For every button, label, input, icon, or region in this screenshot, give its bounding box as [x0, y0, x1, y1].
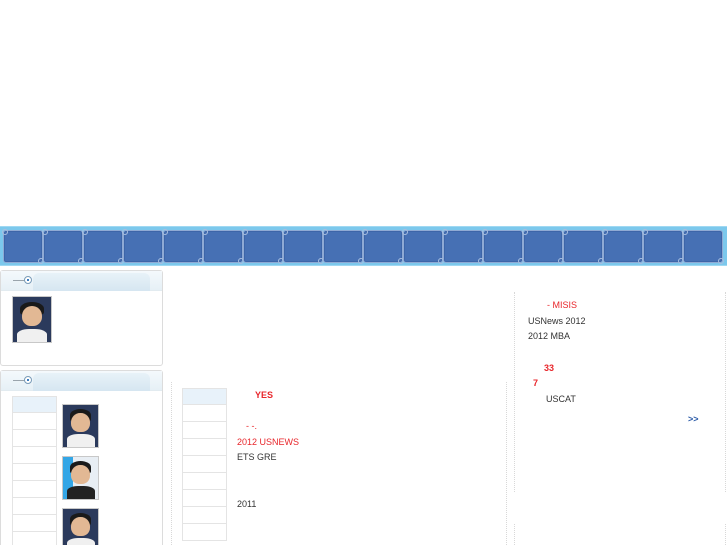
- nav-items: [2, 229, 727, 264]
- panel-header: [1, 371, 162, 391]
- teacher-list-row-1[interactable]: [12, 396, 57, 413]
- nav-item-11[interactable]: [402, 229, 444, 264]
- nav-item-17[interactable]: [642, 229, 684, 264]
- teacher-list-row-3[interactable]: [12, 430, 57, 447]
- right-panel2-border-left: [514, 524, 515, 545]
- teacher-list-row-9[interactable]: [12, 532, 57, 545]
- right-headline-misis[interactable]: - MISIS: [547, 300, 578, 310]
- teacher-list-row-4[interactable]: [12, 447, 57, 464]
- nav-item-7[interactable]: [242, 229, 284, 264]
- nav-item-6[interactable]: [202, 229, 244, 264]
- header-banner: [0, 0, 727, 226]
- news-fragment[interactable]: - -.: [246, 421, 257, 431]
- teacher-list-row-5[interactable]: [12, 464, 57, 481]
- news-list-row-3[interactable]: [182, 422, 227, 439]
- nav-item-5[interactable]: [162, 229, 204, 264]
- nav-item-16[interactable]: [602, 229, 644, 264]
- right-number-7: 7: [533, 378, 539, 388]
- right-2012-mba[interactable]: 2012 MBA: [528, 331, 571, 341]
- nav-item-2[interactable]: [42, 229, 84, 264]
- news-usnews-2012[interactable]: 2012 USNEWS: [237, 437, 300, 447]
- sidebar-panel-teachers: [0, 370, 163, 545]
- panel-line-decoration: [13, 380, 31, 381]
- nav-item-18[interactable]: [682, 229, 724, 264]
- main-nav-bar: [0, 226, 727, 266]
- nav-item-10[interactable]: [362, 229, 404, 264]
- right-panel-border-right: [725, 292, 726, 492]
- news-list-row-1[interactable]: [182, 388, 227, 405]
- teacher-photo-1[interactable]: [62, 404, 99, 448]
- news-list-row-4[interactable]: [182, 439, 227, 456]
- right-usnews-2012[interactable]: USNews 2012: [528, 316, 586, 326]
- news-list-row-5[interactable]: [182, 456, 227, 473]
- news-category-list: [182, 388, 227, 541]
- news-list-row-8[interactable]: [182, 507, 227, 524]
- teacher-photo-2[interactable]: [62, 456, 99, 500]
- teacher-photo[interactable]: [12, 296, 52, 343]
- news-list-row-9[interactable]: [182, 524, 227, 541]
- nav-item-4[interactable]: [122, 229, 164, 264]
- teacher-photo-3[interactable]: [62, 508, 99, 545]
- nav-item-9[interactable]: [322, 229, 364, 264]
- knob-icon: [24, 376, 32, 384]
- nav-item-1[interactable]: [2, 229, 44, 264]
- news-ets-gre[interactable]: ETS GRE: [237, 452, 277, 462]
- teacher-list-row-8[interactable]: [12, 515, 57, 532]
- sidebar-panel-featured: [0, 270, 163, 366]
- right-panel2-border-right: [725, 524, 726, 545]
- teacher-list-row-7[interactable]: [12, 498, 57, 515]
- news-list-row-6[interactable]: [182, 473, 227, 490]
- teacher-list-row-2[interactable]: [12, 413, 57, 430]
- nav-item-12[interactable]: [442, 229, 484, 264]
- right-uscat[interactable]: USCAT: [546, 394, 576, 404]
- news-headline-yes[interactable]: YES: [255, 390, 274, 400]
- teacher-name-list: [12, 396, 57, 545]
- news-list-row-7[interactable]: [182, 490, 227, 507]
- nav-item-8[interactable]: [282, 229, 324, 264]
- news-2011[interactable]: 2011: [237, 499, 257, 509]
- nav-item-3[interactable]: [82, 229, 124, 264]
- nav-item-13[interactable]: [482, 229, 524, 264]
- teacher-list-row-6[interactable]: [12, 481, 57, 498]
- right-panel-border-left: [514, 292, 515, 492]
- column-divider: [171, 382, 172, 545]
- knob-icon: [24, 276, 32, 284]
- panel-header: [1, 271, 162, 291]
- panel-line-decoration: [13, 280, 31, 281]
- nav-item-15[interactable]: [562, 229, 604, 264]
- nav-item-14[interactable]: [522, 229, 564, 264]
- more-link[interactable]: >>: [688, 414, 699, 424]
- panel-title-tab: [33, 273, 150, 291]
- news-list-row-2[interactable]: [182, 405, 227, 422]
- right-number-33: 33: [544, 363, 555, 373]
- column-divider: [506, 382, 507, 545]
- panel-title-tab: [33, 373, 150, 391]
